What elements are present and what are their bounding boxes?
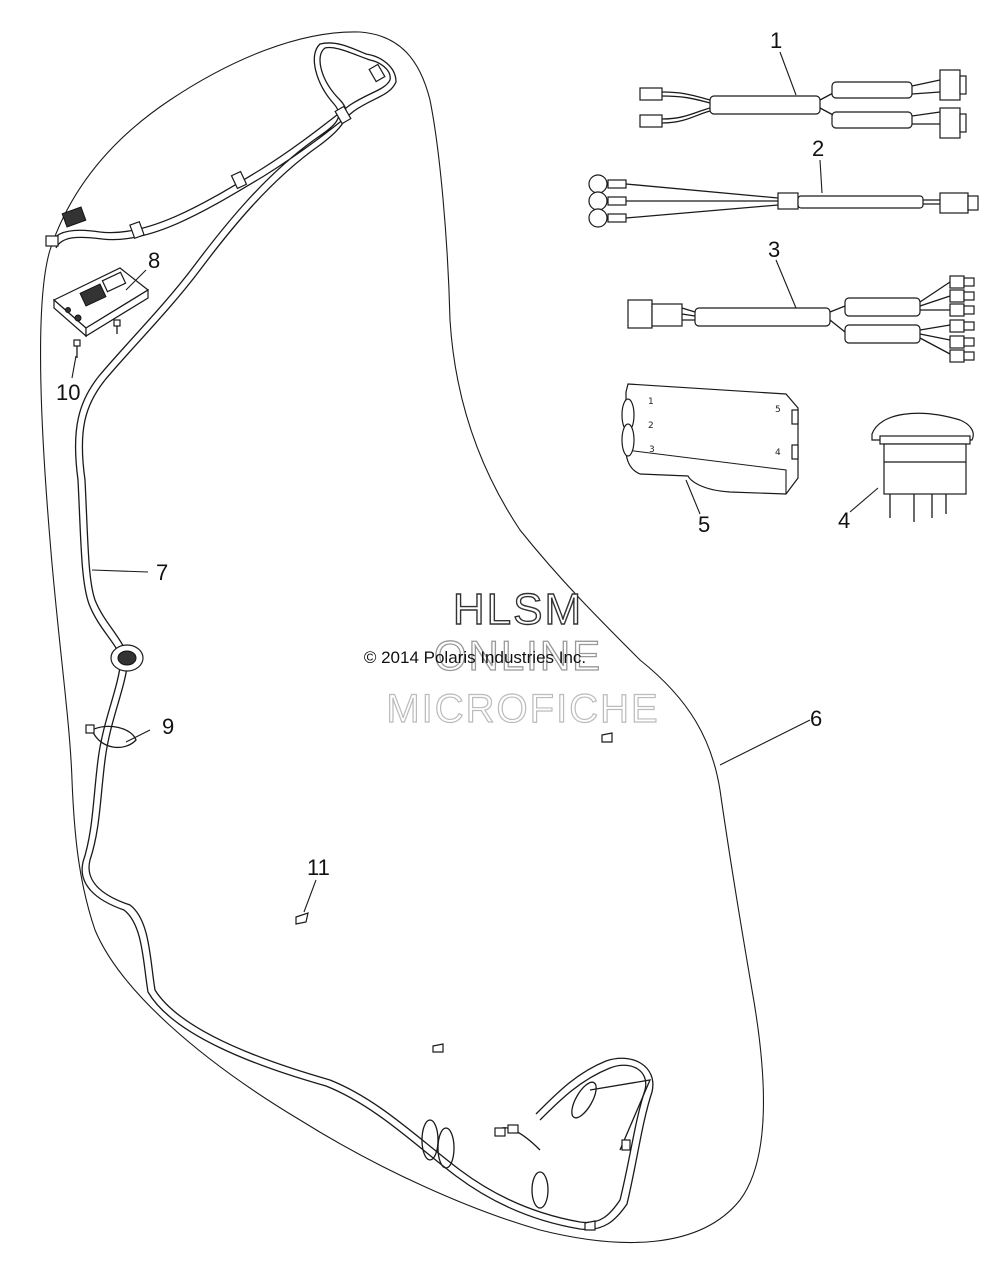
terminal-label-3: 3 xyxy=(649,445,655,455)
harness-part-2 xyxy=(588,174,979,228)
terminal-label-2: 2 xyxy=(648,421,654,431)
terminal-label-1: 1 xyxy=(648,397,654,407)
harness-part-1 xyxy=(639,69,967,139)
callout-7: 7 xyxy=(156,560,168,585)
callout-6: 6 xyxy=(810,706,822,731)
watermark-line-2: ONLINE xyxy=(434,632,602,679)
clip-part-11 xyxy=(295,732,613,1231)
watermark-line-1: HLSM xyxy=(453,585,583,634)
callout-5: 5 xyxy=(698,512,710,537)
screw-part-10 xyxy=(73,319,121,358)
harness-part-7 xyxy=(45,42,654,1231)
callout-1: 1 xyxy=(770,28,782,53)
harness-part-3 xyxy=(627,275,975,363)
callout-11: 11 xyxy=(307,855,330,880)
rocker-switch-part-4 xyxy=(871,412,974,522)
callout-2: 2 xyxy=(812,136,824,161)
copyright-text: © 2014 Polaris Industries Inc. xyxy=(364,648,586,667)
watermark-line-3: MICROFICHE xyxy=(386,687,659,731)
cable-tie-part-9 xyxy=(85,724,137,749)
callout-3: 3 xyxy=(768,237,780,262)
module-part-8 xyxy=(52,267,150,338)
switch-block-part-5: 1 2 3 4 5 xyxy=(621,383,799,495)
terminal-label-5: 5 xyxy=(775,405,781,415)
callout-10: 10 xyxy=(56,380,80,405)
leader-lines xyxy=(71,51,879,913)
callout-8: 8 xyxy=(148,248,160,273)
terminal-label-4: 4 xyxy=(775,448,781,458)
body-outline-part-6 xyxy=(39,31,764,1244)
callout-9: 9 xyxy=(162,714,174,739)
callout-4: 4 xyxy=(838,508,850,533)
